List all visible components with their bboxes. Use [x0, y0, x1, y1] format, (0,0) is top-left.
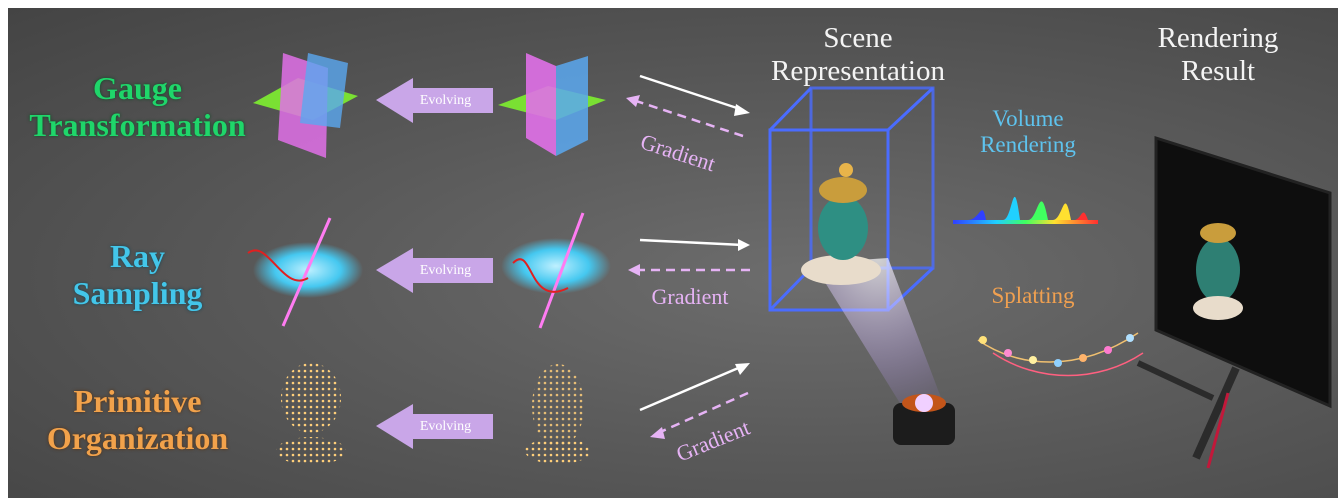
forward-arrow-3: [639, 363, 750, 412]
evolving-arrow-1: [376, 78, 493, 123]
title-line-1: Scene: [823, 22, 893, 54]
gradient-arrow-1: [626, 95, 744, 138]
scene-vase: [801, 163, 881, 285]
gradient-arrow-3: [650, 391, 749, 439]
evolving-arrow-2: [376, 248, 493, 293]
result-monitor: [1136, 135, 1332, 469]
camera-ray-beam: [813, 258, 943, 408]
gradient-arrow-2: [628, 264, 750, 276]
primitive-points: [525, 364, 591, 464]
gradient-label-2: Gradient: [651, 284, 729, 309]
label-line-1: Volume: [992, 106, 1064, 131]
forward-arrow-1: [639, 74, 750, 116]
evolving-label-2: Evolving: [419, 263, 472, 278]
evolving-label-1: Evolving: [419, 93, 472, 108]
title-line-1: Rendering: [1157, 22, 1279, 54]
gauge-planes: [498, 53, 606, 156]
title-line-1: Ray: [109, 238, 166, 274]
label-line-2: Rendering: [980, 132, 1076, 158]
gauge-transformation-title: Gauge Transformation: [10, 70, 265, 144]
diagram-canvas: Gauge Transformation Ray Sampling Primit…: [8, 8, 1338, 498]
volume-rendering-spectrum: [953, 196, 1098, 224]
title-line-2: Representation: [771, 55, 945, 88]
gauge-deformed-planes: [253, 53, 358, 158]
primitive-points-evolved: [276, 363, 346, 465]
splatting-label: Splatting: [991, 283, 1075, 308]
title-line-2: Sampling: [72, 274, 203, 311]
camera-icon: [893, 394, 955, 445]
title-line-1: Primitive: [73, 383, 202, 419]
volume-rendering-label: Volume Rendering: [973, 106, 1083, 159]
ray-cloud-evolved: [247, 217, 363, 327]
rendering-result-title: Rendering Result: [1138, 22, 1298, 89]
title-line-2: Transformation: [29, 106, 246, 143]
title-line-1: Gauge: [93, 70, 182, 106]
ray-sampling-title: Ray Sampling: [10, 238, 265, 312]
ray-cloud: [501, 212, 611, 329]
splatting-lights: [977, 332, 1144, 377]
diagram-graphics: [247, 53, 1332, 469]
evolving-label-3: Evolving: [419, 419, 472, 434]
title-line-2: Organization: [46, 419, 229, 456]
scene-representation-title: Scene Representation: [748, 22, 968, 89]
title-line-2: Result: [1180, 55, 1256, 88]
forward-arrow-2: [639, 238, 750, 251]
evolving-arrow-3: [376, 404, 493, 449]
primitive-organization-title: Primitive Organization: [10, 383, 265, 457]
